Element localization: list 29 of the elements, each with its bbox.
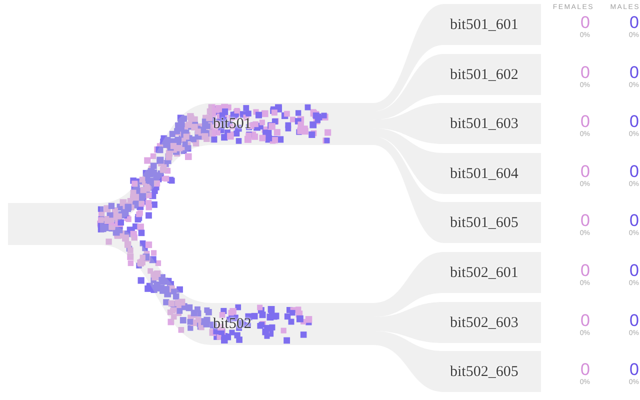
- leaf-label: bit502_601: [450, 264, 520, 282]
- count-value: 0: [580, 212, 590, 229]
- count-value: 0: [630, 212, 639, 229]
- branch-label: bit501: [213, 115, 252, 133]
- leaf-label: bit501_605: [450, 214, 520, 232]
- count-value: 0: [580, 312, 590, 329]
- count-value: 0: [580, 163, 590, 180]
- count-value: 0: [630, 312, 639, 329]
- count-value: 0: [630, 64, 639, 81]
- count-value: 0: [580, 262, 590, 279]
- count-value: 0: [580, 113, 590, 130]
- leaf-label: bit501_603: [450, 114, 520, 132]
- leaf-label: bit502_605: [450, 362, 520, 380]
- leaf-label: bit501_604: [450, 164, 520, 182]
- flow-ribbon: [100, 224, 212, 345]
- flow-ribbon: [100, 103, 212, 224]
- count-value: 0: [580, 14, 590, 31]
- leaf-label: bit501_601: [450, 16, 520, 34]
- count-value: 0: [630, 361, 639, 378]
- count-value: 0: [630, 163, 639, 180]
- branch-label: bit502: [213, 315, 252, 333]
- leaf-label: bit501_602: [450, 66, 520, 84]
- count-value: 0: [580, 361, 590, 378]
- count-value: 0: [630, 113, 639, 130]
- leaf-label: bit502_603: [450, 314, 520, 332]
- count-value: 0: [630, 262, 639, 279]
- flow-bar: [8, 203, 100, 245]
- count-value: 0: [580, 64, 590, 81]
- count-value: 0: [630, 14, 639, 31]
